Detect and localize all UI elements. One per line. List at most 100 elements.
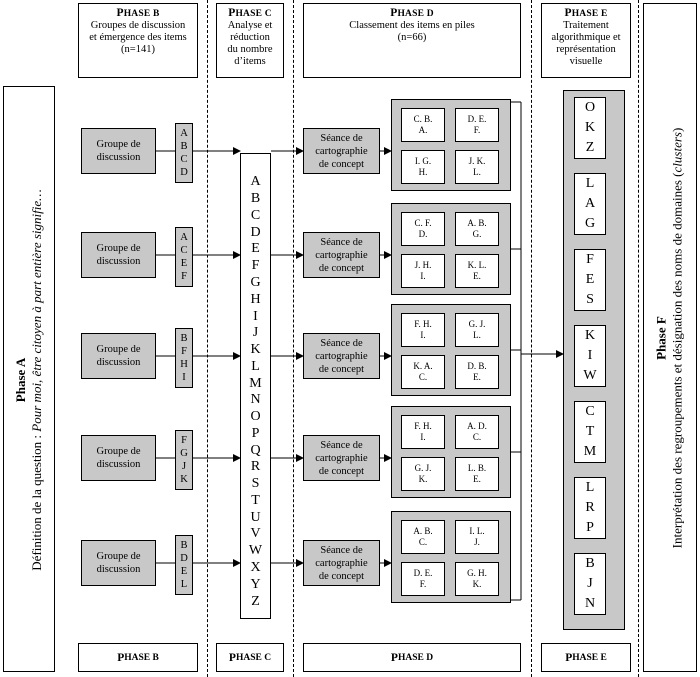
cluster-letter: L (585, 480, 599, 495)
pile-items: I. (420, 330, 426, 340)
cluster-letter: P (586, 520, 598, 535)
pile-items: C. F. (414, 218, 432, 228)
item-letter: K (180, 474, 188, 485)
alphabet-letter: H (250, 291, 261, 307)
cluster-letter: C (585, 404, 599, 419)
cluster-letter: A (584, 196, 600, 211)
pile-items: K. A. (413, 361, 433, 371)
alphabet-letter: N (250, 392, 261, 408)
seance-label: de concept (318, 570, 365, 582)
alphabet-letter: R (250, 459, 261, 475)
pile-items: F. H. (414, 421, 432, 431)
phase-f-box: Phase F Interprétation des regroupements… (643, 3, 697, 672)
alphabet-letter: L (251, 358, 260, 374)
pile-items: G. J. (468, 319, 486, 329)
alphabet-letter: W (248, 543, 263, 559)
cluster-letter: K (584, 120, 600, 135)
phase-b-header: PHASE B Groupes de discussion et émergen… (78, 3, 198, 78)
alphabet-letter: B (250, 191, 261, 207)
cluster-letter: I (587, 348, 597, 363)
pile-items: A. B. (467, 218, 487, 228)
cluster-letter: F (586, 252, 598, 267)
phase-d-header: PHASE D Classement des items en piles (n… (303, 3, 521, 78)
seance-label: Séance de (320, 132, 363, 144)
alphabet-letter: O (250, 409, 261, 425)
item-letter: D (180, 167, 188, 178)
alphabet-letter: S (251, 476, 260, 492)
alphabet-letter: F (251, 258, 260, 274)
pile-card: J. H.I. (401, 254, 445, 288)
seance-label: Séance de (320, 439, 363, 451)
sorted-piles-panel: C. B.A.D. E.F.I. G.H.J. K.L. (391, 99, 511, 191)
alphabet-letter: G (250, 274, 261, 290)
discussion-group-label: Groupe de (96, 243, 141, 254)
alphabet-letter: T (251, 492, 260, 508)
item-letter: C (180, 245, 188, 256)
cluster-letter: K (584, 328, 600, 343)
item-letter: A (180, 128, 188, 139)
pile-items: C. B. (413, 114, 433, 124)
alphabet-letter: V (250, 526, 261, 542)
pile-card: G. J.L. (455, 313, 499, 347)
pile-items: I. (420, 271, 426, 281)
separator-e-f (638, 0, 639, 677)
cluster-letter: B (585, 556, 599, 571)
cluster-letter: S (586, 292, 598, 307)
pile-items: J. (474, 537, 480, 547)
pile-items: E. (473, 474, 481, 484)
pile-items: A. B. (413, 526, 433, 536)
pile-card: D. E.F. (401, 562, 445, 596)
pile-items: D. B. (467, 361, 487, 371)
phase-a-box: Phase A Définition de la question : Pour… (3, 86, 55, 672)
pile-card: J. K.L. (455, 150, 499, 184)
pile-items: I. (420, 432, 426, 442)
sorted-piles-panel: F. H.I.A. D.C.G. J.K.L. B.E. (391, 406, 511, 498)
alphabet-letter: Y (250, 576, 261, 592)
alphabet-letter: C (250, 207, 261, 223)
cluster-letter: G (584, 216, 600, 231)
pile-card: C. B.A. (401, 108, 445, 142)
pile-items: L. (473, 167, 481, 177)
cluster-letter: J (587, 576, 597, 591)
pile-items: K. L. (467, 260, 487, 270)
pile-items: H. (418, 167, 428, 177)
discussion-group-label: discussion (96, 357, 141, 368)
sorted-piles-panel: A. B.C.I. L.J.D. E.F.G. H.K. (391, 511, 511, 603)
seance-label: de concept (318, 262, 365, 274)
alphabet-letter: A (250, 174, 261, 190)
cluster-letter: Z (585, 140, 599, 155)
seance-label: cartographie (315, 557, 368, 569)
discussion-group-label: Groupe de (96, 446, 141, 457)
item-letter: I (182, 372, 186, 383)
separator-b-c (207, 0, 208, 677)
phase-e-header: PHASE E Traitement algorithmique et repr… (541, 3, 631, 78)
item-letter: B (180, 333, 188, 344)
separator-c-d (293, 0, 294, 677)
item-letter: G (180, 448, 188, 459)
pile-card: F. H.I. (401, 415, 445, 449)
seance-label: cartographie (315, 452, 368, 464)
phase-c-header: PHASE C Analyse et réduction du nombre d… (216, 3, 284, 78)
pile-items: E. (473, 372, 481, 382)
pile-items: G. (472, 229, 482, 239)
seance-label: de concept (318, 465, 365, 477)
pile-card: A. B.C. (401, 520, 445, 554)
item-letter: D (180, 553, 188, 564)
pile-card: I. G.H. (401, 150, 445, 184)
seance-label: cartographie (315, 350, 368, 362)
item-letter: H (180, 359, 188, 370)
pile-card: I. L.J. (455, 520, 499, 554)
